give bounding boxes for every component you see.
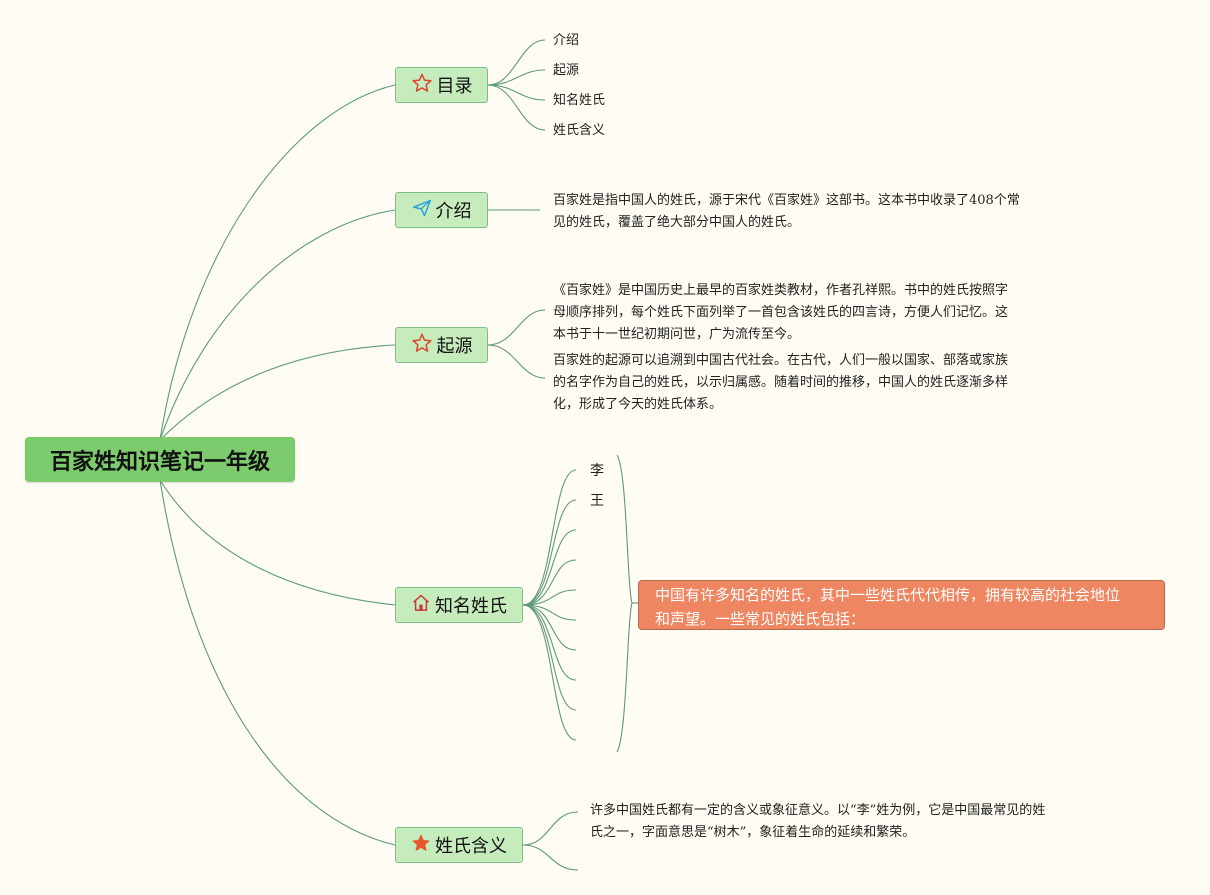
origin-paragraph-2: 百家姓的起源可以追溯到中国古代社会。在古代，人们一般以国家、部落或家族 的名字作… [553, 353, 1009, 412]
star-outline-icon [411, 72, 433, 99]
branch-origin-label: 起源 [436, 336, 473, 357]
surname-li[interactable]: 李 [590, 463, 604, 479]
branch-surname-meaning[interactable]: 姓氏含义 [395, 827, 523, 863]
toc-item-famous[interactable]: 知名姓氏 [553, 93, 606, 108]
toc-item-intro[interactable]: 介绍 [553, 33, 580, 48]
branch-toc-label: 目录 [436, 76, 473, 97]
branch-intro-label: 介绍 [435, 201, 472, 222]
surname-wang[interactable]: 王 [590, 493, 604, 509]
branch-origin[interactable]: 起源 [395, 327, 488, 363]
branch-famous-label: 知名姓氏 [435, 596, 507, 617]
branch-intro[interactable]: 介绍 [395, 192, 488, 228]
famous-summary-text: 中国有许多知名的姓氏，其中一些姓氏代代相传，拥有较高的社会地位 和声望。一些常见… [655, 586, 1121, 628]
root-topic[interactable]: 百家姓知识笔记一年级 [25, 437, 295, 482]
toc-item-origin[interactable]: 起源 [553, 63, 580, 78]
intro-text: 百家姓是指中国人的姓氏，源于宋代《百家姓》这部书。这本书中收录了408个常 见的… [553, 193, 1020, 230]
origin-paragraph-1: 《百家姓》是中国历史上最早的百家姓类教材，作者孔祥熙。书中的姓氏按照字 母顺序排… [553, 283, 1009, 342]
paper-plane-icon [412, 198, 432, 223]
star-outline-icon [411, 332, 433, 359]
toc-item-meaning[interactable]: 姓氏含义 [553, 123, 606, 138]
branch-meaning-label: 姓氏含义 [435, 836, 507, 857]
branch-famous-surnames[interactable]: 知名姓氏 [395, 587, 523, 623]
home-icon [411, 593, 431, 618]
root-topic-label: 百家姓知识笔记一年级 [49, 449, 270, 475]
famous-summary-callout[interactable]: 中国有许多知名的姓氏，其中一些姓氏代代相传，拥有较高的社会地位 和声望。一些常见… [638, 580, 1165, 630]
meaning-text: 许多中国姓氏都有一定的含义或象征意义。以“李”姓为例，它是中国最常见的姓 氏之一… [590, 803, 1046, 840]
branch-toc[interactable]: 目录 [395, 67, 488, 103]
star-filled-icon [411, 833, 431, 858]
